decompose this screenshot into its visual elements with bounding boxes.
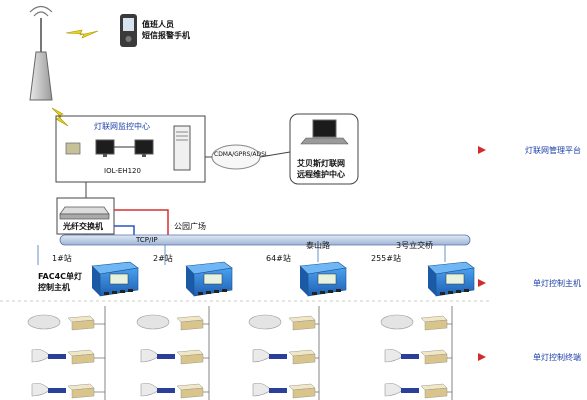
controller-unit-icon — [299, 261, 347, 297]
controller-unit-icon — [427, 261, 475, 297]
section-arrow — [478, 146, 486, 154]
monitor-icon — [95, 139, 115, 157]
lightning-icon — [51, 107, 69, 127]
taishan-road-label: 泰山路 — [306, 241, 330, 250]
lamp-terminal-icon — [31, 348, 105, 365]
remote-center-box — [289, 113, 359, 185]
lightning-icon — [65, 29, 99, 39]
station-255-label: 255#站 — [371, 254, 401, 263]
sms-phone-label: 短信报警手机 — [142, 31, 190, 40]
fiber-switch-icon — [59, 206, 110, 220]
remote-center-line1: 艾贝斯灯联网 — [297, 159, 345, 168]
lamp-terminal-icon — [252, 382, 319, 399]
mobile-phone-icon — [120, 14, 137, 47]
lamp-terminal-icon — [31, 382, 105, 399]
remote-center-line2: 远程维护中心 — [297, 170, 345, 179]
fiber-switch-label: 光纤交换机 — [63, 222, 103, 231]
duty-staff-label: 值班人员 — [142, 20, 174, 29]
lamp-terminal-icon — [384, 348, 452, 365]
lamp-terminal-icon — [252, 348, 319, 365]
lamp-terminal-icon — [140, 348, 209, 365]
park-label: 公园广场 — [174, 222, 206, 231]
section-platform-label: 灯联网管理平台 — [525, 146, 581, 155]
lamp-terminal-icon — [384, 382, 452, 399]
monitoring-center-title: 灯联网监控中心 — [94, 122, 150, 131]
network-label: CDMA/GPRS/ADSL — [214, 151, 269, 158]
station-64-label: 64#站 — [266, 254, 291, 263]
station-1-extra2: 控制主机 — [38, 283, 70, 292]
device-model-label: IOL-EH120 — [104, 167, 141, 175]
lamp-terminal-icon — [27, 314, 105, 331]
station-2-label: 2#站 — [153, 254, 173, 263]
section-arrow — [478, 279, 486, 287]
section-terminal-label: 单灯控制终端 — [533, 353, 581, 362]
monitor-icon — [134, 139, 154, 157]
antenna-icon — [29, 5, 53, 101]
station-1-label: 1#站 — [52, 254, 72, 263]
lamp-terminal-icon — [136, 314, 209, 331]
section-controller-label: 单灯控制主机 — [533, 279, 581, 288]
laptop-icon — [300, 119, 349, 145]
monitoring-center-box — [55, 115, 206, 183]
section-arrow — [478, 353, 486, 361]
station-1-extra1: FAC4C单灯 — [38, 272, 83, 281]
interchange-label: 3号立交桥 — [396, 241, 434, 250]
controller-unit-icon — [185, 261, 233, 297]
bus-label: TCP/IP — [136, 236, 158, 244]
lamp-terminal-icon — [380, 314, 452, 331]
tcpip-bus — [59, 234, 471, 246]
lamp-terminal-icon — [248, 314, 319, 331]
server-tower-icon — [173, 125, 191, 171]
controller-unit-icon — [91, 261, 139, 297]
server-icon — [65, 142, 81, 155]
lamp-terminal-icon — [140, 382, 209, 399]
